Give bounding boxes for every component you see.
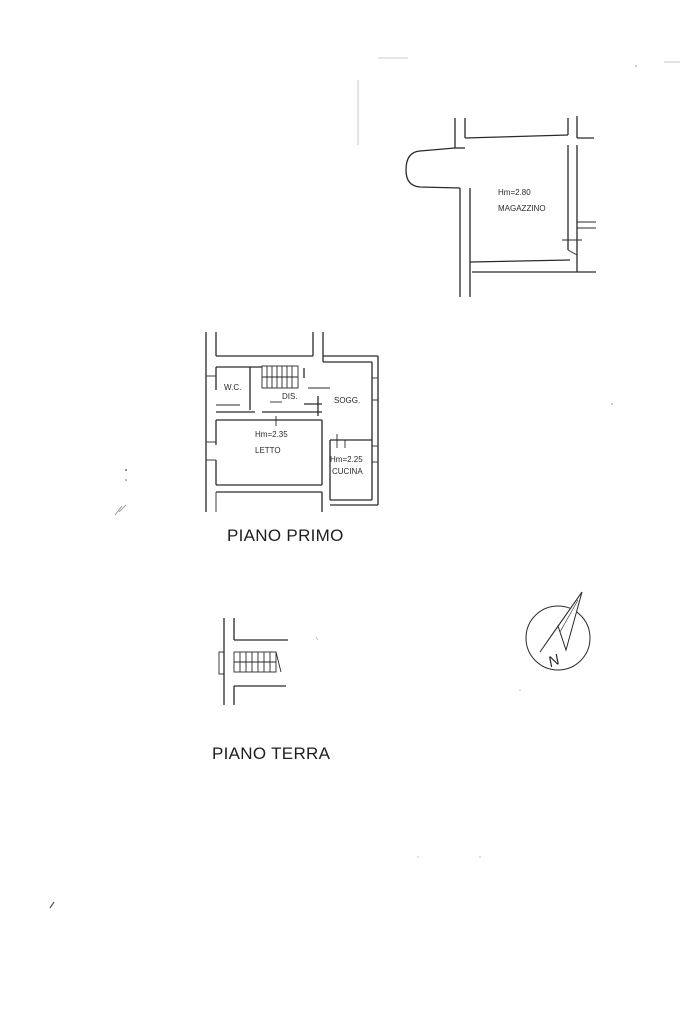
piano-terra-plan	[218, 618, 319, 705]
room-label-letto: LETTO	[255, 446, 281, 455]
scan-artifacts	[49, 57, 680, 909]
magazzino-room-label: MAGAZZINO	[498, 204, 546, 213]
cucina-height-label: Hm=2.25	[330, 455, 363, 464]
room-label-wc: W.C.	[224, 383, 241, 392]
room-label-sogg: SOGG.	[334, 396, 360, 405]
room-label-dis: DIS.	[282, 392, 298, 401]
letto-height-label: Hm=2.35	[255, 430, 288, 439]
piano-primo-title: PIANO PRIMO	[227, 526, 344, 545]
piano-primo-plan: W.C. DIS. SOGG. Hm=2.35 LETTO Hm=2.25 CU…	[205, 332, 379, 512]
north-arrow-icon: N	[525, 591, 591, 671]
piano-terra-title: PIANO TERRA	[212, 744, 331, 763]
magazzino-plan: Hm=2.80 MAGAZZINO	[405, 116, 596, 297]
magazzino-height-label: Hm=2.80	[498, 188, 531, 197]
room-label-cucina: CUCINA	[332, 467, 363, 476]
